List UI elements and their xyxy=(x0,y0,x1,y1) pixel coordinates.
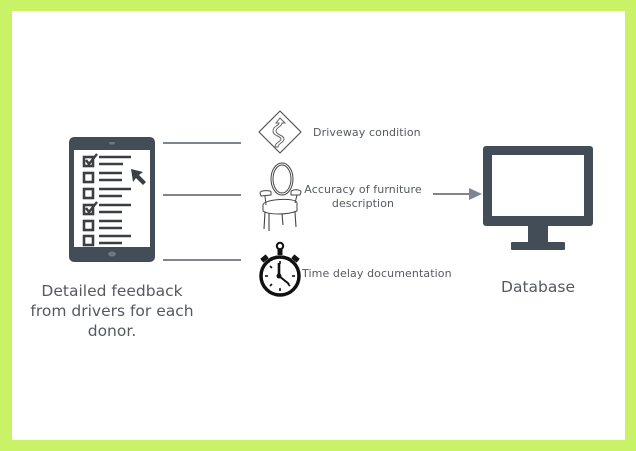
database-label: Database xyxy=(501,278,575,296)
criterion-label-text: description xyxy=(331,197,395,210)
diagram-canvas: Detailed feedback from drivers for each … xyxy=(12,11,625,440)
source-label-line: donor. xyxy=(87,322,137,340)
source-label: Detailed feedback from drivers for each … xyxy=(12,281,212,341)
arrow-right-icon xyxy=(433,188,482,200)
criterion-label-text: Driveway condition xyxy=(313,126,421,139)
source-label-line: Detailed feedback xyxy=(41,282,183,300)
tablet-checklist-icon xyxy=(69,137,155,262)
criterion-label: Driveway condition xyxy=(313,126,421,140)
desktop-monitor-icon xyxy=(483,146,593,250)
criterion-label-text: Time delay documentation xyxy=(302,267,452,280)
stopwatch-icon xyxy=(259,241,301,297)
criterion-label-text: Accuracy of furniture xyxy=(304,183,422,196)
criterion-label: Time delay documentation xyxy=(302,267,452,281)
source-label-line: from drivers for each xyxy=(30,302,194,320)
armchair-icon xyxy=(259,162,302,231)
connector-line xyxy=(163,259,241,261)
winding-road-sign-icon xyxy=(258,110,302,154)
connector-line xyxy=(163,142,241,144)
connector-line xyxy=(163,194,241,196)
criterion-label: Accuracy of furniture description xyxy=(301,183,425,211)
